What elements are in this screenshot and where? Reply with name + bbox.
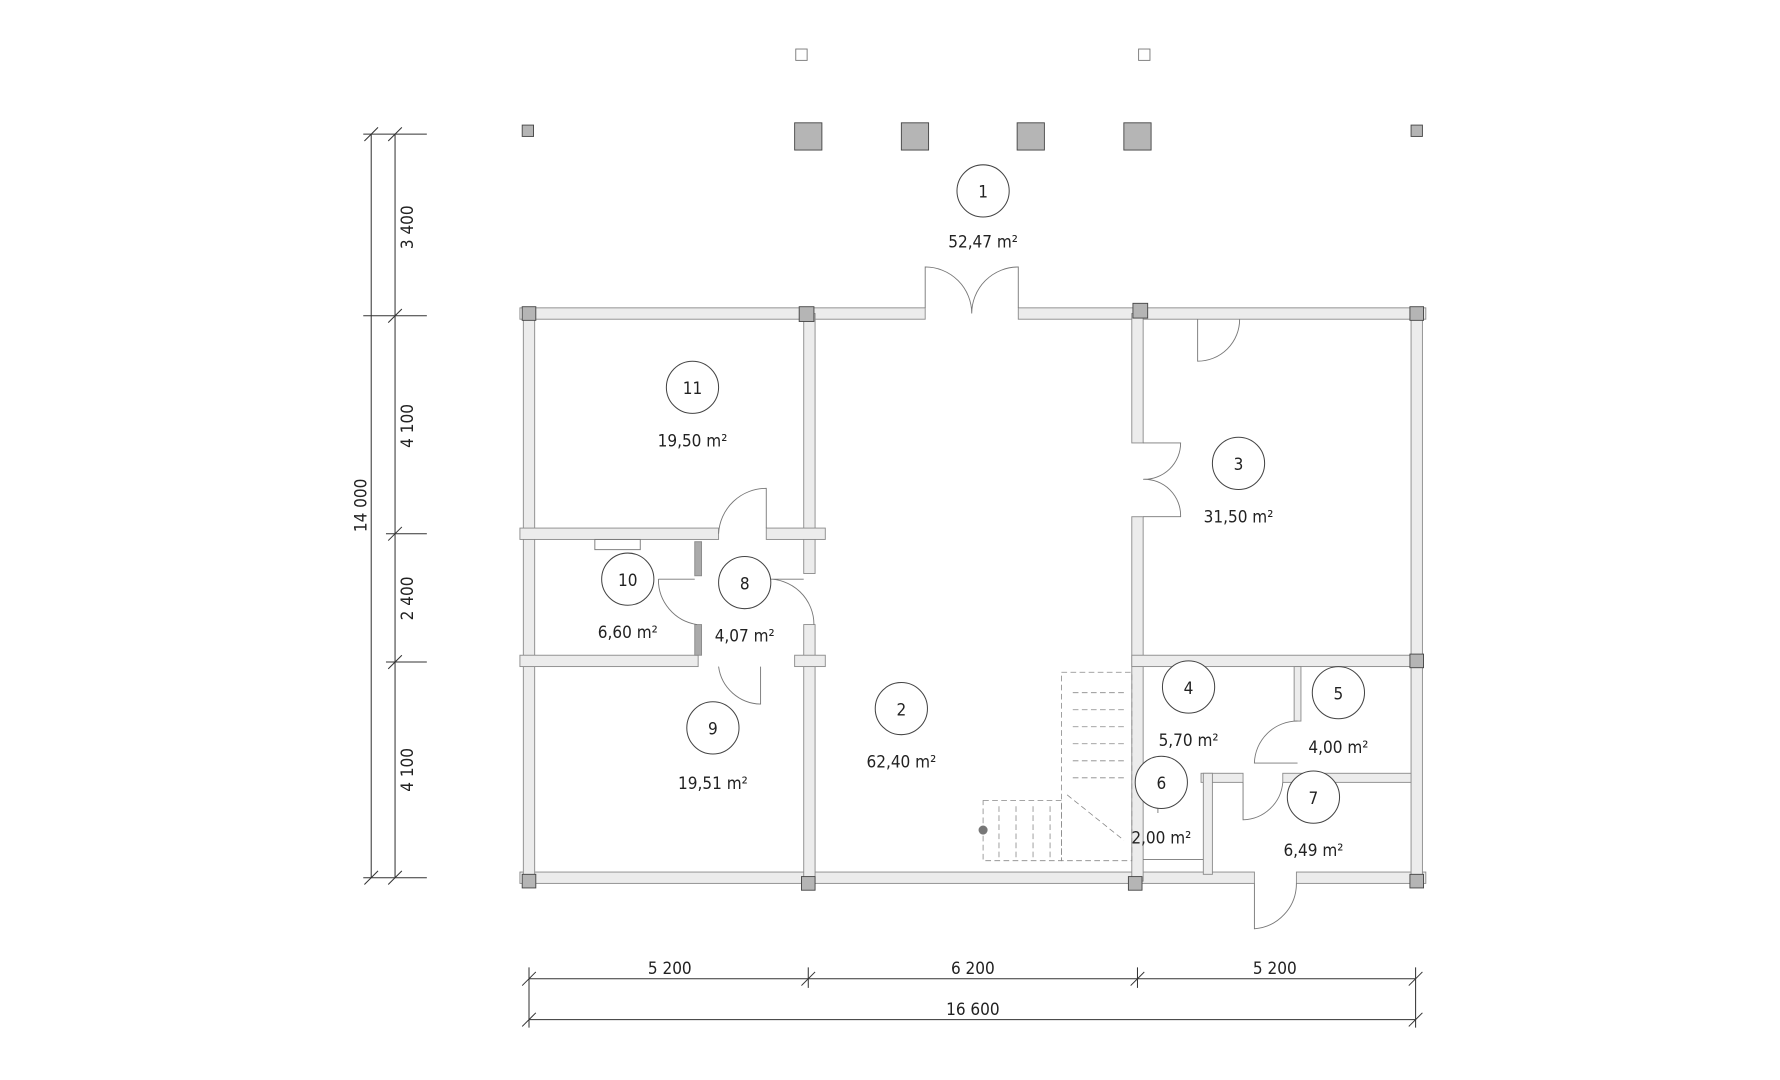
dim-horizontal-1: 5 200 bbox=[648, 959, 692, 979]
room-number-circle bbox=[1286, 770, 1341, 824]
room-number: 4 bbox=[1184, 679, 1194, 699]
room-number-circle bbox=[718, 555, 772, 610]
room-number: 10 bbox=[618, 571, 637, 591]
stair-start-marker bbox=[978, 825, 988, 835]
room-area: 6,60 m² bbox=[598, 623, 658, 643]
room-1: 1 52,47 m² bbox=[948, 164, 1018, 253]
room-area: 5,70 m² bbox=[1159, 731, 1219, 751]
room-area: 31,50 m² bbox=[1204, 507, 1274, 527]
room-number-circle bbox=[1211, 436, 1266, 490]
room-5: 5 4,00 m² bbox=[1308, 666, 1368, 758]
dimensions: 3 400 4 100 2 400 4 100 14 000 5 200 6 2… bbox=[352, 126, 1423, 1028]
dim-horizontal-3: 5 200 bbox=[1253, 959, 1297, 979]
room-number: 7 bbox=[1309, 789, 1319, 809]
staircase bbox=[978, 671, 1133, 862]
room-area: 6,49 m² bbox=[1283, 841, 1343, 861]
columns bbox=[521, 48, 1424, 891]
room-number: 11 bbox=[683, 379, 702, 399]
room-number: 1 bbox=[978, 183, 988, 203]
room-number-circle bbox=[1134, 755, 1188, 809]
room-number-circle bbox=[686, 701, 740, 755]
room-area: 62,40 m² bbox=[866, 753, 936, 773]
room-2: 2 62,40 m² bbox=[866, 681, 936, 773]
room-3: 3 31,50 m² bbox=[1204, 436, 1274, 527]
room-6: 6 2,00 m² bbox=[1131, 755, 1191, 849]
room-area: 52,47 m² bbox=[948, 233, 1018, 253]
room-number: 8 bbox=[740, 574, 750, 594]
room-area: 19,51 m² bbox=[678, 774, 748, 794]
room-number: 9 bbox=[708, 720, 718, 740]
dim-vertical-2: 4 100 bbox=[398, 404, 418, 448]
dim-horizontal-total: 16 600 bbox=[946, 1000, 1000, 1020]
room-number: 5 bbox=[1334, 684, 1344, 704]
dim-horizontal-2: 6 200 bbox=[951, 959, 995, 979]
room-number-circle bbox=[665, 360, 720, 414]
room-7: 7 6,49 m² bbox=[1283, 770, 1343, 861]
room-8: 8 4,07 m² bbox=[715, 555, 775, 647]
room-number-circle bbox=[1161, 660, 1216, 714]
room-11: 11 19,50 m² bbox=[658, 360, 728, 451]
room-number-circle bbox=[1311, 666, 1366, 720]
dim-vertical-4: 4 100 bbox=[398, 748, 418, 792]
room-number-circle bbox=[956, 164, 1010, 218]
room-number-circle bbox=[874, 681, 928, 736]
dim-vertical-1: 3 400 bbox=[398, 205, 418, 249]
walls bbox=[519, 266, 1427, 930]
room-number: 6 bbox=[1156, 774, 1166, 794]
room-number-circle bbox=[601, 552, 655, 606]
room-area: 2,00 m² bbox=[1131, 829, 1191, 849]
room-10: 10 6,60 m² bbox=[598, 552, 658, 643]
room-number: 2 bbox=[896, 700, 906, 720]
room-area: 4,00 m² bbox=[1308, 738, 1368, 758]
dim-vertical-total: 14 000 bbox=[352, 479, 372, 533]
room-area: 19,50 m² bbox=[658, 431, 728, 451]
room-number: 3 bbox=[1234, 455, 1244, 475]
room-area: 4,07 m² bbox=[715, 627, 775, 647]
dim-vertical-3: 2 400 bbox=[398, 577, 418, 621]
room-4: 4 5,70 m² bbox=[1159, 660, 1219, 751]
room-labels: 1 52,47 m² 2 62,40 m² 3 31,50 m² 4 5,70 m² 5 4,00… bbox=[598, 164, 1368, 861]
room-9: 9 19,51 m² bbox=[678, 701, 748, 794]
